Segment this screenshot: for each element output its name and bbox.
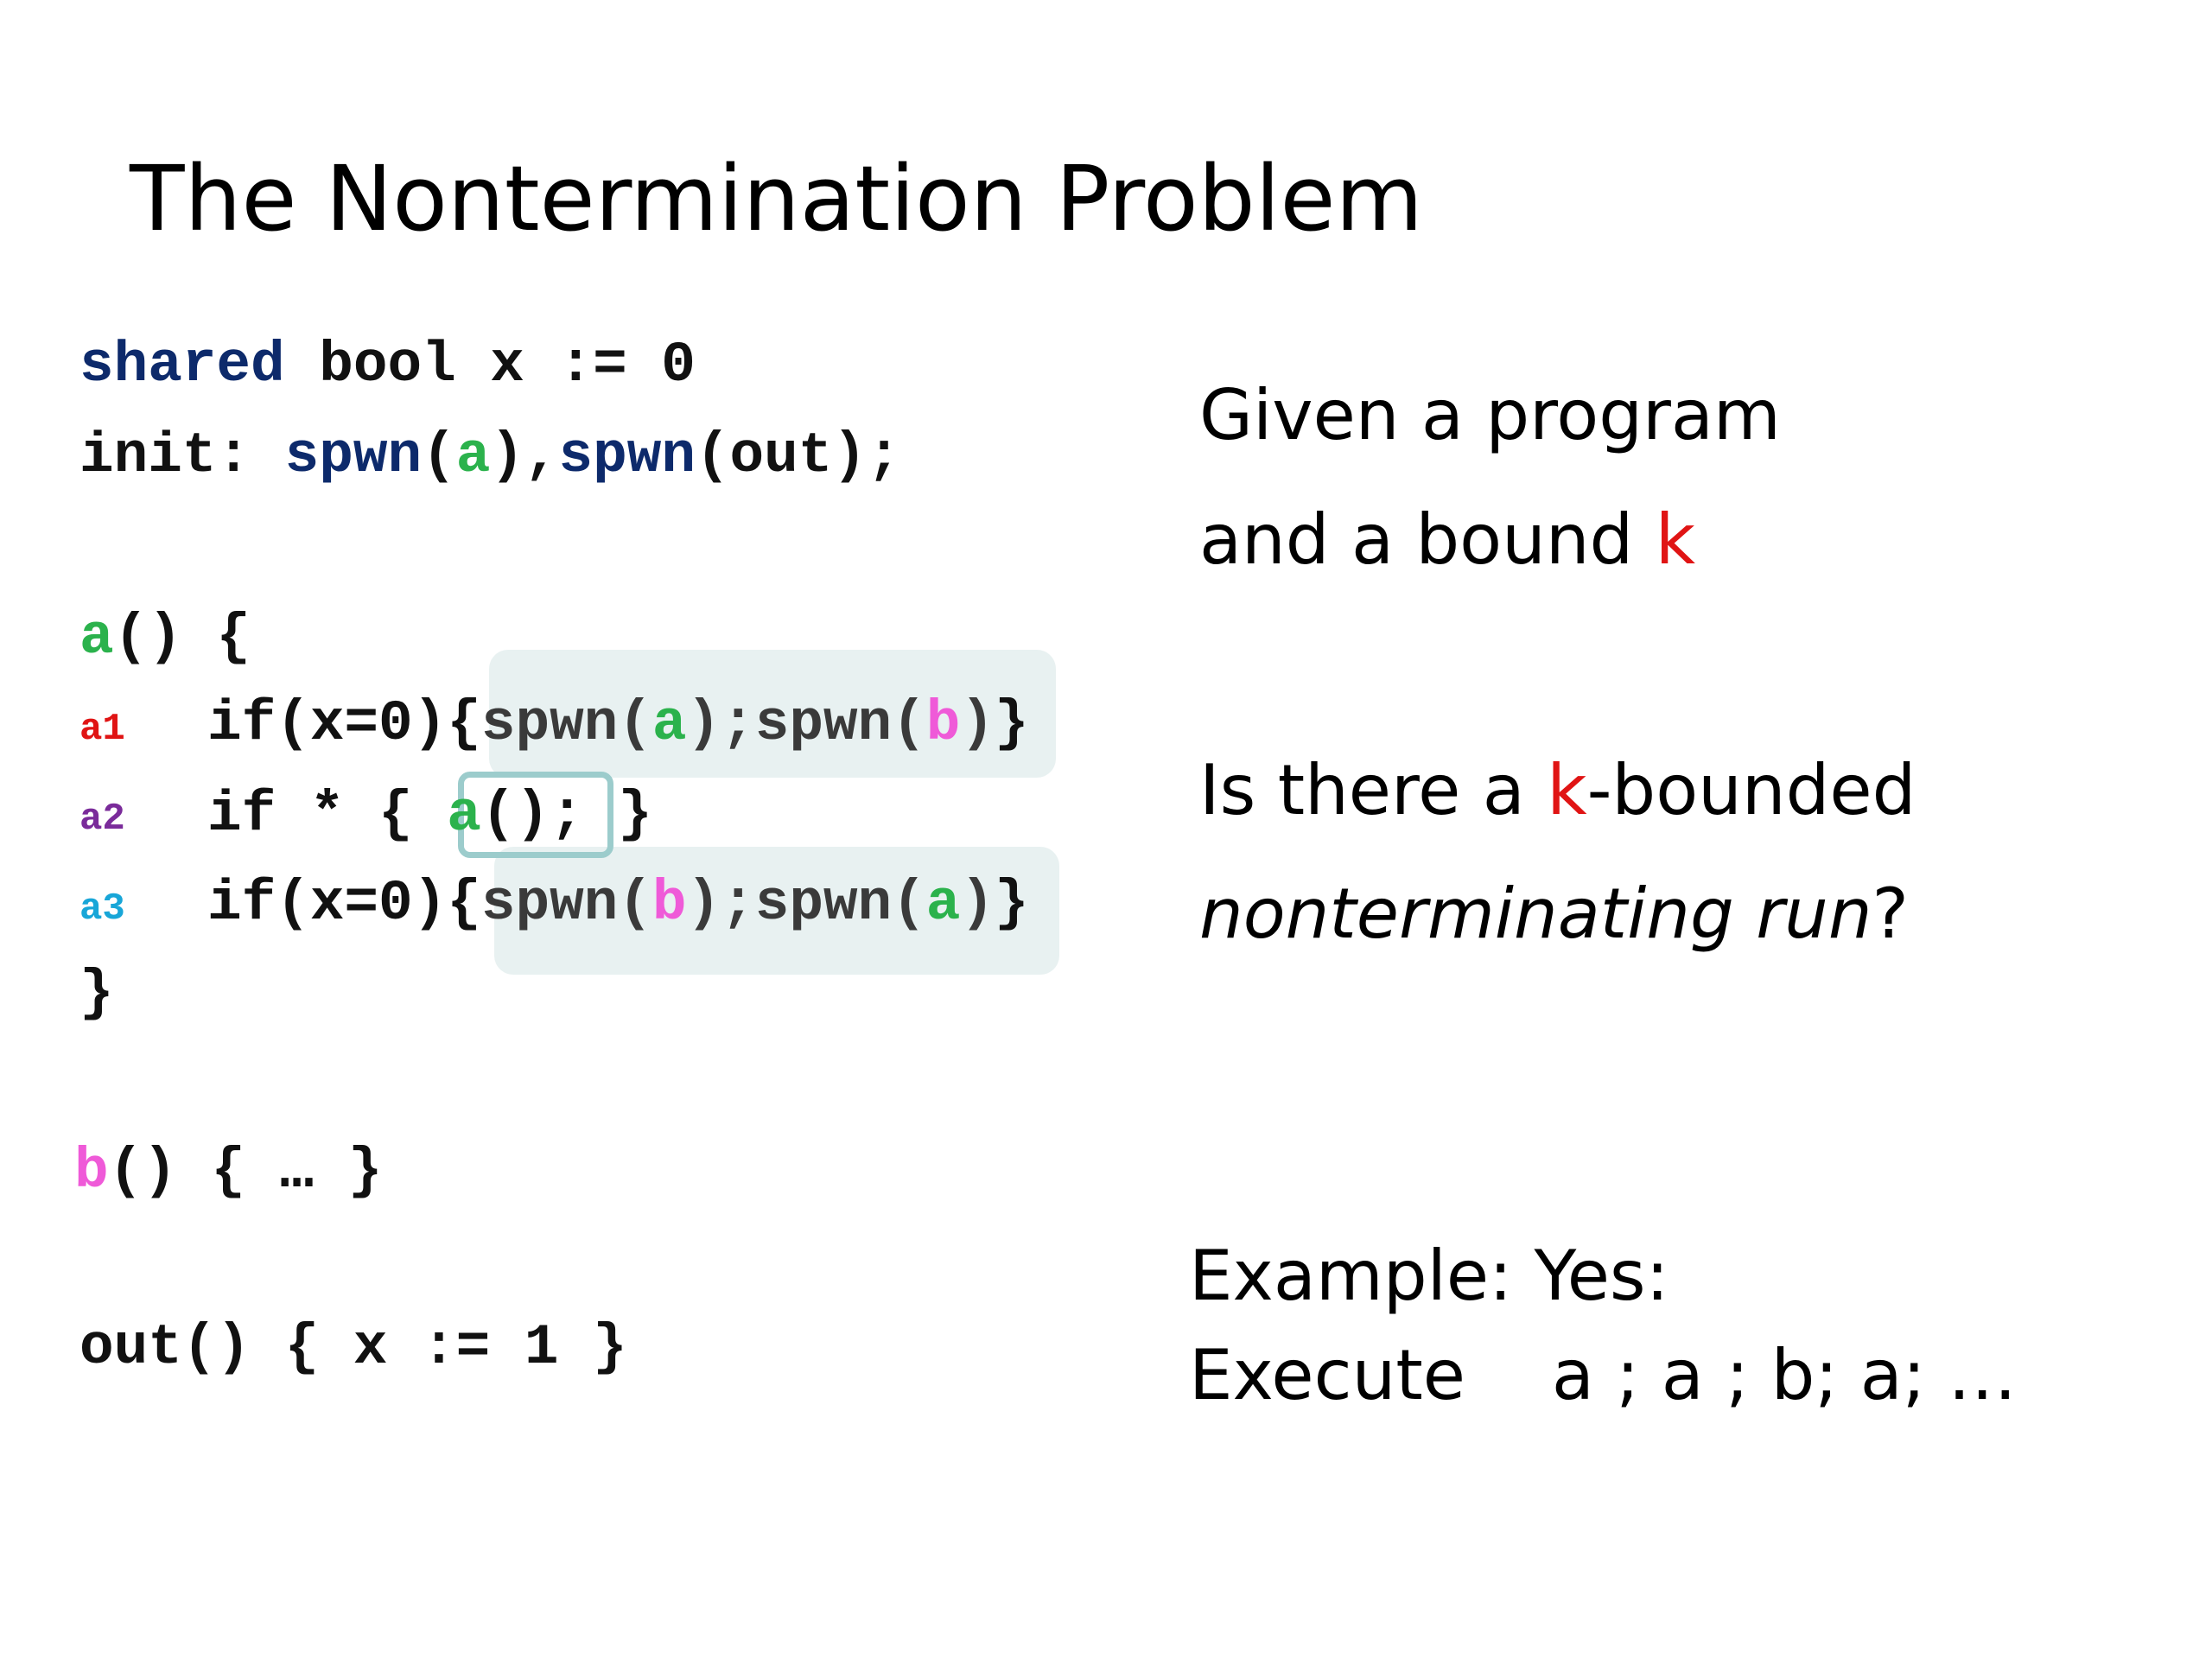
question-mark: ? <box>1872 874 1909 954</box>
brace: } <box>994 691 1029 756</box>
a-def-rest: () { <box>113 605 251 670</box>
highlight-a1-spawns <box>489 650 1056 778</box>
shared-decl: bool x := 0 <box>284 333 696 397</box>
code-line-a2: if * { a(); } <box>207 786 652 843</box>
label-a2: a2 <box>79 798 125 841</box>
paren: ) <box>960 871 995 936</box>
code-line-out-def: out() { x := 1 } <box>79 1315 627 1380</box>
out-arg: (out); <box>695 423 901 488</box>
recursive-call-box <box>458 772 613 858</box>
brace: } <box>583 782 652 847</box>
spwn-call: );spwn( <box>686 871 926 936</box>
keyword-shared: shared <box>79 333 285 397</box>
spwn-call: );spwn( <box>686 691 926 756</box>
text: -bounded <box>1586 750 1916 830</box>
spwn-call: spwn( <box>480 871 652 936</box>
comma: , <box>524 423 559 488</box>
execution-sequence: a ; a ; b; a; … <box>1551 1335 2018 1415</box>
code-line-init: init: spwn(a),spwn(out); <box>79 428 901 485</box>
proc-a-name: a <box>79 605 114 670</box>
question-line-2: and a bound k <box>1199 505 1695 575</box>
code-line-b-def: b() { … } <box>74 1143 382 1200</box>
example-line-1: Example: Yes: <box>1189 1236 1669 1316</box>
label-a3: a3 <box>79 887 125 931</box>
execute-label: Execute <box>1189 1335 1465 1415</box>
spwn-call: spwn <box>284 423 423 488</box>
bound-k: k <box>1655 499 1696 580</box>
slide-title: The Nontermination Problem <box>130 146 1423 251</box>
a1-condition: if(x=0){ <box>207 691 481 756</box>
highlight-a3-spawns <box>494 847 1059 975</box>
spwn-call: spwn <box>558 423 696 488</box>
code-line-a1: if(x=0){spwn(a);spwn(b)} <box>207 696 1029 753</box>
brace: } <box>994 871 1029 936</box>
question-line-3: Is there a k-bounded <box>1199 756 1916 825</box>
label-a1: a1 <box>79 708 125 751</box>
a3-condition: if(x=0){ <box>207 871 481 936</box>
paren: ( <box>422 423 456 488</box>
code-line-shared: shared bool x := 0 <box>79 337 696 394</box>
spwn-call: spwn( <box>480 691 652 756</box>
text: and a bound <box>1199 499 1656 580</box>
proc-b-ref: b <box>925 691 961 756</box>
call-rest: (); <box>480 782 584 847</box>
proc-a-ref: a <box>455 423 491 488</box>
paren: ) <box>960 691 995 756</box>
init-keyword: init: <box>79 423 285 488</box>
question-line-4: nonterminating run? <box>1199 880 1909 949</box>
text: Is there a <box>1199 750 1548 830</box>
proc-b-name: b <box>74 1139 109 1204</box>
proc-a-ref: a <box>652 691 687 756</box>
proc-b-ref: b <box>652 871 687 936</box>
a2-nondet: if * { <box>207 782 448 847</box>
code-line-a-def: a() { <box>79 609 251 666</box>
nonterminating-run-term: nonterminating run <box>1199 874 1872 954</box>
question-line-1: Given a program <box>1199 375 1781 455</box>
code-line-a-close: } <box>79 961 114 1026</box>
code-line-a3: if(x=0){spwn(b);spwn(a)} <box>207 875 1029 932</box>
proc-a-ref: a <box>925 871 961 936</box>
paren: ) <box>490 423 524 488</box>
proc-a-ref: a <box>447 782 481 847</box>
b-def-rest: () { … } <box>108 1139 383 1204</box>
bound-k: k <box>1547 750 1587 830</box>
